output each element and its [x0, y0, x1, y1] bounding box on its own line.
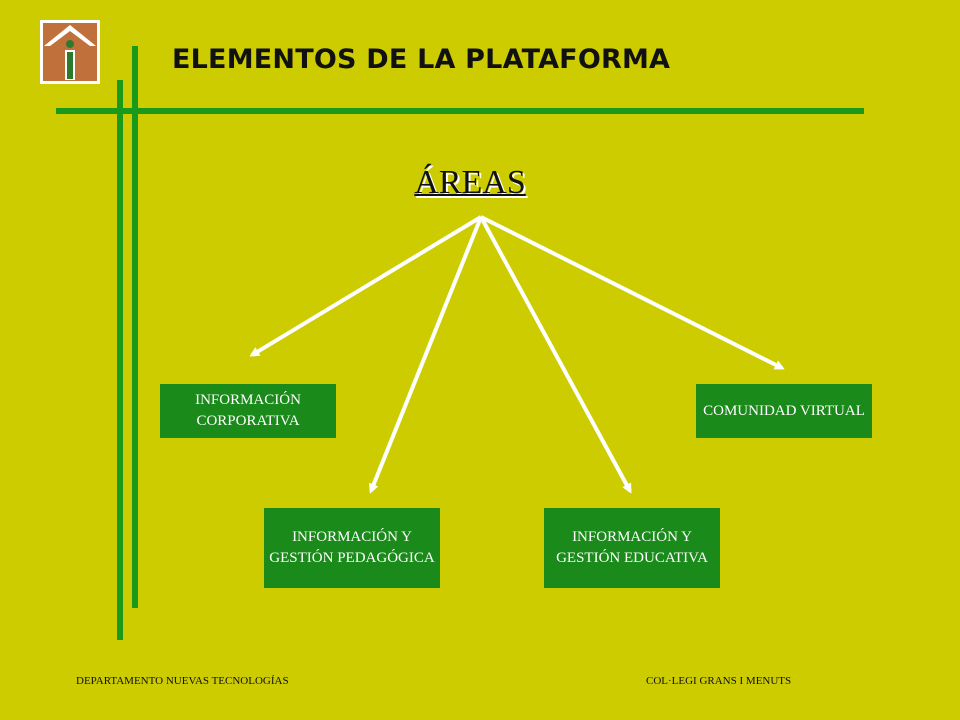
arrow-to-corporativa: [249, 215, 483, 357]
diagram-root-label: ÁREAS: [414, 164, 526, 201]
area-box-educativa: INFORMACIÓN Y GESTIÓN EDUCATIVA: [544, 508, 720, 588]
vertical-rule-left: [117, 80, 123, 640]
horizontal-rule: [56, 108, 864, 114]
arrow-to-pedagogica: [368, 216, 483, 494]
area-box-pedagogica: INFORMACIÓN Y GESTIÓN PEDAGÓGICA: [264, 508, 440, 588]
page-title: ELEMENTOS DE LA PLATAFORMA: [172, 44, 671, 75]
house-info-logo-icon: [40, 20, 100, 84]
footer-school: COL·LEGI GRANS I MENUTS: [646, 675, 792, 687]
arrow-to-comunidad: [480, 215, 785, 370]
vertical-rule-right: [132, 46, 138, 608]
area-box-comunidad: COMUNIDAD VIRTUAL: [696, 384, 872, 438]
arrow-to-educativa: [479, 216, 632, 494]
area-box-corporativa: INFORMACIÓN CORPORATIVA: [160, 384, 336, 438]
footer-department: DEPARTAMENTO NUEVAS TECNOLOGÍAS: [76, 675, 289, 687]
